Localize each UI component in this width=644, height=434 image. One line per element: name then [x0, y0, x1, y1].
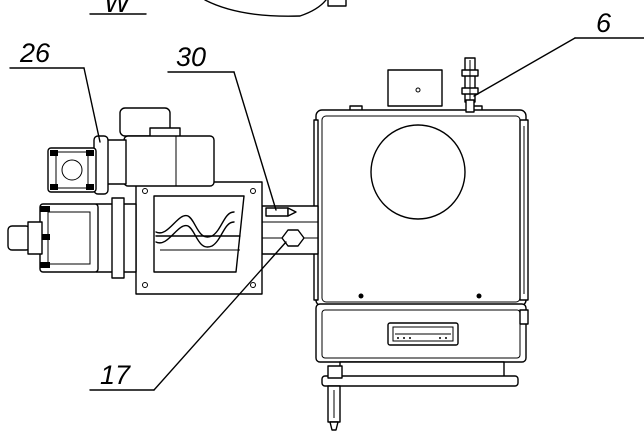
- callout-label-17: 17: [100, 360, 131, 390]
- callout-labels: W 26 30 6 17: [19, 0, 612, 390]
- callout-label-30: 30: [176, 42, 206, 72]
- callout-6-leader: [473, 37, 576, 97]
- callout-label-w: W: [104, 0, 132, 18]
- callout-30-leader: [233, 71, 277, 211]
- callout-label-26: 26: [19, 38, 51, 68]
- auger-feeder: [135, 181, 263, 295]
- callout-17-leader: [153, 241, 287, 391]
- intake-housing: [7, 197, 137, 279]
- auger-motor: [47, 107, 215, 195]
- top-cropped-part: [89, 0, 347, 17]
- callout-26-leader: [83, 67, 101, 143]
- callout-label-6: 6: [596, 8, 612, 38]
- top-valve: [461, 57, 479, 113]
- burner-housing: [313, 69, 529, 431]
- connecting-tube: [261, 205, 319, 255]
- callout-leaders: [9, 37, 644, 391]
